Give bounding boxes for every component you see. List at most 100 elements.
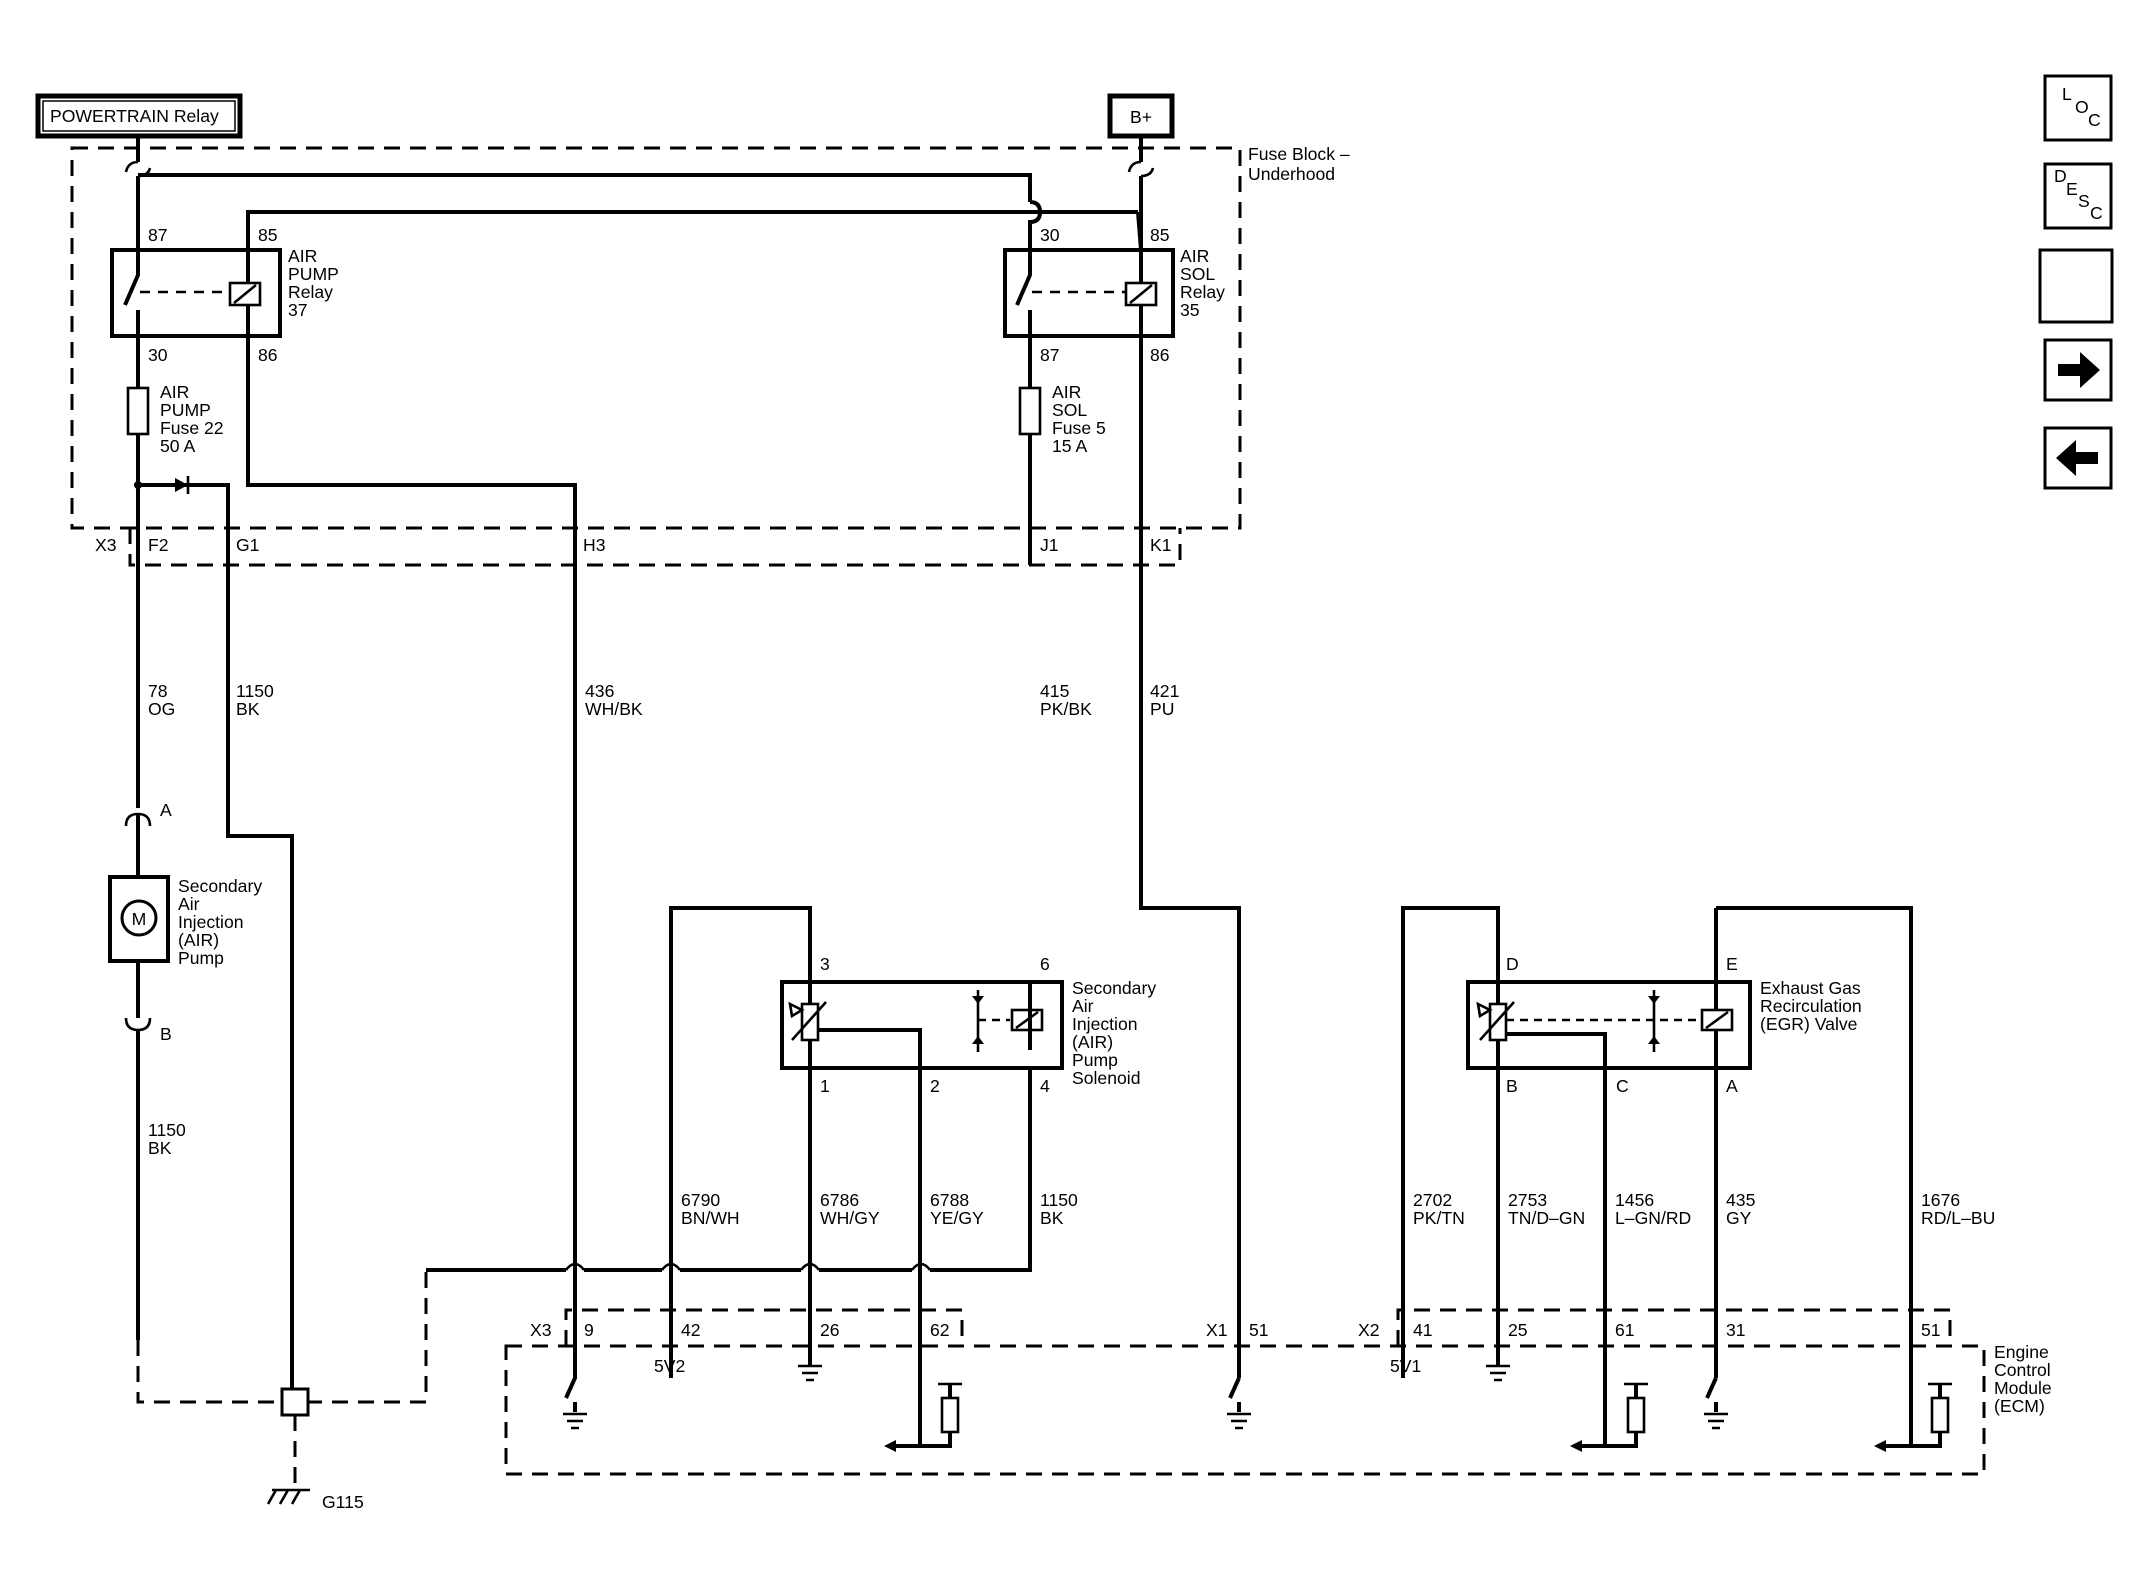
- ground-icon: [798, 1364, 822, 1382]
- asr-pin-85: 85: [1150, 225, 1170, 245]
- ground-icon: [563, 1412, 587, 1430]
- ecm-x2-pin-41: 41: [1413, 1320, 1433, 1340]
- loc-button[interactable]: L O C: [2043, 74, 2113, 142]
- desc-button[interactable]: D E S C: [2043, 162, 2113, 230]
- desc-letter-2: E: [2066, 179, 2078, 199]
- asr-pin-87: 87: [1040, 345, 1060, 365]
- egr-name-2: Recirculation: [1760, 996, 1862, 1016]
- egr-pin-b: B: [1506, 1076, 1518, 1096]
- previous-button[interactable]: [2043, 426, 2113, 490]
- w6788-color: YE/GY: [930, 1208, 984, 1228]
- w6788-circuit: 6788: [930, 1190, 969, 1210]
- fb-pin-f2: F2: [148, 535, 169, 555]
- w1456-circuit: 1456: [1615, 1190, 1654, 1210]
- apr-name-2: PUMP: [288, 264, 339, 284]
- air-pump-pin-a: A: [160, 800, 172, 820]
- wire-6788-yegy: [896, 1068, 922, 1448]
- air-pump-name-5: Pump: [178, 948, 224, 968]
- wire-415-color: PK/BK: [1040, 699, 1092, 719]
- chassis-ground-icon: [266, 1488, 310, 1505]
- ecm-connector-x2: [1396, 1308, 1952, 1346]
- ground-icon: [1486, 1364, 1510, 1382]
- egr-pin-a: A: [1726, 1076, 1738, 1096]
- ecm-connector-x3: [564, 1308, 964, 1346]
- w6786-circuit: 6786: [820, 1190, 859, 1210]
- fuse-icon: [1018, 386, 1042, 436]
- apf-label-4: 50 A: [160, 436, 195, 456]
- fb-pin-g1: G1: [236, 535, 259, 555]
- motor-label: M: [132, 909, 147, 929]
- air-pump: A M B Secondary Air Injection (AIR) Pump: [108, 800, 262, 1044]
- asr-name-2: SOL: [1180, 264, 1215, 284]
- loc-letter-1: L: [2062, 84, 2072, 104]
- sol-name-3: Injection: [1072, 1014, 1138, 1034]
- asf-label-1: AIR: [1052, 382, 1081, 402]
- ecm-x3-pin-62: 62: [930, 1320, 950, 1340]
- wire-1150-color: BK: [236, 699, 260, 719]
- powertrain-relay-label: POWERTRAIN Relay: [50, 106, 219, 126]
- egr-pin-e: E: [1726, 954, 1738, 974]
- ecm-x3-pin-42: 42: [681, 1320, 701, 1340]
- input-arrow-icon: [884, 1440, 896, 1452]
- ground-dashed-left: [136, 1340, 282, 1404]
- previous-arrow-icon: [2056, 440, 2098, 476]
- apr-pin-85: 85: [258, 225, 278, 245]
- ecm-name-3: Module: [1994, 1378, 2052, 1398]
- w1150-circuit: 1150: [1040, 1190, 1078, 1210]
- wire-421-color: PU: [1150, 699, 1174, 719]
- fuse-icon: [126, 386, 150, 436]
- asf-label-2: SOL: [1052, 400, 1087, 420]
- apr-name-4: 37: [288, 300, 308, 320]
- w2753-circuit: 2753: [1508, 1190, 1547, 1210]
- wire-436-color: WH/BK: [585, 699, 643, 719]
- ground-dashed-right: [306, 1270, 428, 1404]
- fb-pin-k1: K1: [1150, 535, 1172, 555]
- pump-ground-circuit: 1150: [148, 1120, 186, 1140]
- apr-pin-86: 86: [258, 345, 278, 365]
- w2702-color: PK/TN: [1413, 1208, 1465, 1228]
- sensor-resistor-icon: [1488, 1002, 1508, 1042]
- fuse-block-title-1: Fuse Block –: [1248, 144, 1350, 164]
- apr-name-1: AIR: [288, 246, 317, 266]
- input-arrow-icon: [1874, 1440, 1886, 1452]
- pullup-resistor-icon: [940, 1396, 960, 1434]
- wire-421-pu: [1139, 336, 1241, 1378]
- desc-letter-3: S: [2078, 191, 2090, 211]
- air-pump-name-1: Secondary: [178, 876, 262, 896]
- sol-pin-3: 3: [820, 954, 830, 974]
- ecm-x2-pin-25: 25: [1508, 1320, 1528, 1340]
- variable-arrow-icon: [1476, 1001, 1515, 1041]
- air-pump-relay-coil-feed: [246, 200, 1138, 250]
- asf-label-3: Fuse 5: [1052, 418, 1106, 438]
- asf-label-4: 15 A: [1052, 436, 1087, 456]
- air-pump-pin-b: B: [160, 1024, 172, 1044]
- sol-name-6: Solenoid: [1072, 1068, 1140, 1088]
- sol-name-1: Secondary: [1072, 978, 1156, 998]
- input-arrow-icon: [1570, 1440, 1582, 1452]
- next-button[interactable]: [2043, 338, 2113, 402]
- ground-label: G115: [322, 1492, 364, 1512]
- egr-name-1: Exhaust Gas: [1760, 978, 1861, 998]
- sensor-resistor-icon: [800, 1002, 820, 1042]
- ecm-x1-label: X1: [1206, 1320, 1228, 1340]
- connector-end-view-button[interactable]: [2038, 248, 2114, 324]
- w2753-color: TN/D–GN: [1508, 1208, 1585, 1228]
- w1676-circuit: 1676: [1921, 1190, 1960, 1210]
- ecm-x3-pin-26: 26: [820, 1320, 840, 1340]
- apr-name-3: Relay: [288, 282, 333, 302]
- egr-pin-d: D: [1506, 954, 1519, 974]
- ecm-x3-label: X3: [530, 1320, 552, 1340]
- air-sol-relay: 30 85 87 86 AIR SOL Relay 35: [1003, 211, 1225, 365]
- ground-icon: [1704, 1412, 1728, 1430]
- ecm-x2-pin-61: 61: [1615, 1320, 1635, 1340]
- asr-name-1: AIR: [1180, 246, 1209, 266]
- sol-pin-2: 2: [930, 1076, 940, 1096]
- air-pump-relay: 87 85 30 86 AIR PUMP Relay 37: [110, 225, 339, 365]
- sol-name-4: (AIR): [1072, 1032, 1113, 1052]
- ground-icon: [1227, 1412, 1251, 1430]
- fuse-block-title-2: Underhood: [1248, 164, 1335, 184]
- sol-name-2: Air: [1072, 996, 1094, 1016]
- asr-name-3: Relay: [1180, 282, 1225, 302]
- apf-label-3: Fuse 22: [160, 418, 224, 438]
